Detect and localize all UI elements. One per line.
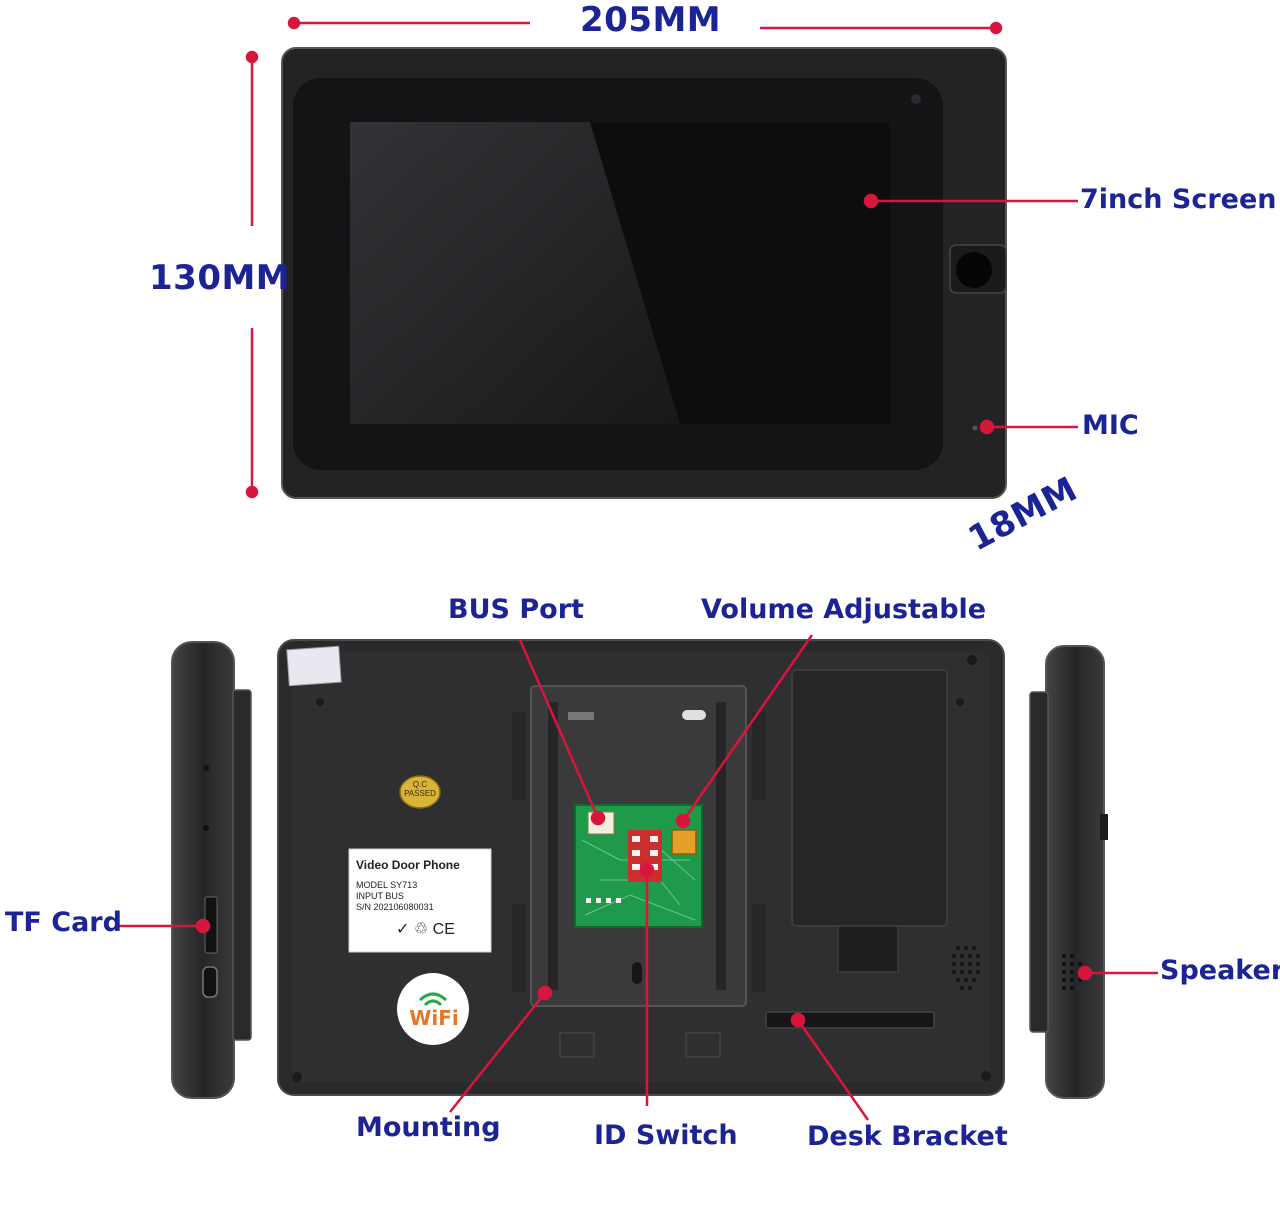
- callout-tf-card: TF Card: [5, 907, 122, 938]
- plate-rail-right: [716, 702, 726, 990]
- qc-line2: PASSED: [404, 789, 436, 798]
- volume-knob: [671, 829, 697, 855]
- right-side-body: [1045, 645, 1105, 1099]
- usb-port: [202, 966, 218, 998]
- dimension-width-label: 205MM: [580, 0, 722, 40]
- plate-slot: [682, 710, 706, 720]
- screw: [967, 655, 977, 665]
- callout-mounting: Mounting: [356, 1112, 501, 1143]
- callout-speaker: Speaker: [1160, 955, 1280, 986]
- callout-id-switch: ID Switch: [594, 1120, 738, 1151]
- qc-line1: Q.C: [412, 780, 428, 789]
- screw: [292, 1072, 302, 1082]
- foot-pad: [559, 1032, 595, 1058]
- plate-rail-left: [548, 702, 558, 990]
- home-button: [956, 252, 992, 288]
- side-hole: [203, 825, 209, 831]
- qc-badge: [399, 775, 441, 809]
- left-side-view: [171, 641, 252, 1099]
- label-input: INPUT BUS: [356, 891, 404, 901]
- label-title: Video Door Phone: [356, 858, 460, 872]
- callout-volume: Volume Adjustable: [701, 594, 987, 625]
- wifi-arcs: [418, 992, 448, 1007]
- front-callout-pointers: [863, 193, 1078, 435]
- right-side-bracket: [1029, 691, 1049, 1033]
- side-hole: [203, 765, 209, 771]
- corner-sticker: [286, 645, 342, 687]
- desk-bracket-slot: [765, 1011, 935, 1029]
- plate-hook: [752, 904, 766, 992]
- screw: [316, 698, 324, 706]
- label-serial: S/N 202106080031: [356, 902, 434, 912]
- label-marks: ✓ ♲ CE: [396, 921, 455, 938]
- callout-bus-port: BUS Port: [448, 594, 584, 625]
- wifi-badge-text: WiFi: [409, 1006, 459, 1030]
- plate-vent: [568, 712, 594, 720]
- wifi-badge: [397, 973, 469, 1045]
- right-side-view: [1029, 645, 1108, 1099]
- foot-pad: [685, 1032, 721, 1058]
- callout-desk-bracket: Desk Bracket: [807, 1121, 1008, 1152]
- plate-hook: [512, 712, 526, 800]
- plate-keyhole: [632, 962, 642, 984]
- screw: [981, 1071, 991, 1081]
- label-model: MODEL SY713: [356, 880, 418, 890]
- pcb-pins: [586, 898, 621, 903]
- screen-glare: [350, 122, 680, 424]
- left-side-body: [171, 641, 235, 1099]
- back-callout-pointers: [118, 634, 1158, 1121]
- product-label-text: Video Door Phone MODEL SY713 INPUT BUS S…: [356, 858, 486, 939]
- product-label: [348, 848, 492, 953]
- callout-mic: MIC: [1082, 410, 1139, 441]
- rear-cover: [791, 669, 948, 927]
- callout-screen: 7inch Screen: [1080, 184, 1277, 215]
- plate-hook: [752, 712, 766, 800]
- right-side-button: [1100, 814, 1108, 840]
- dimension-lines: [245, 16, 1003, 499]
- left-side-bracket: [232, 689, 252, 1041]
- mic-hole: [972, 425, 978, 431]
- front-view: [281, 47, 1007, 499]
- dimension-height-label: 130MM: [149, 258, 291, 298]
- qc-badge-text: Q.C PASSED: [402, 780, 438, 798]
- bracket-clip: [837, 925, 899, 973]
- plate-hook: [512, 904, 526, 992]
- screw: [956, 698, 964, 706]
- camera-dot: [911, 94, 921, 104]
- id-switch-keys: [632, 836, 658, 870]
- speaker-grille: [952, 946, 980, 990]
